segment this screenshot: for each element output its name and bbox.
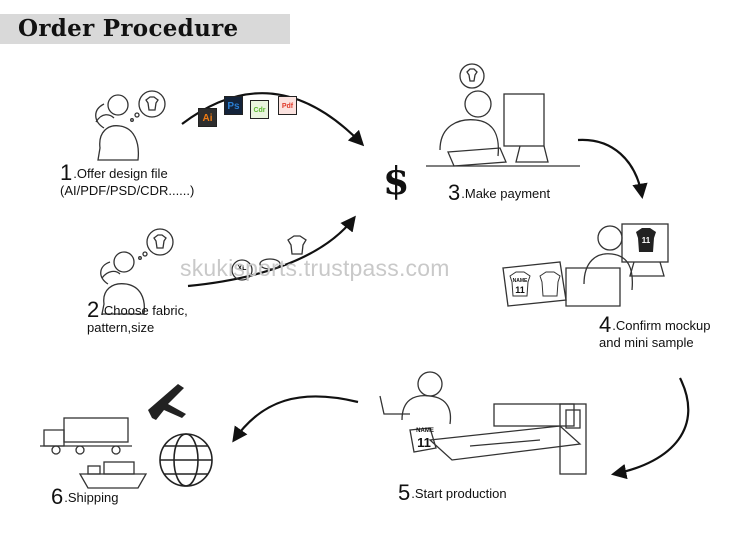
step-5-text: .Start production <box>411 486 507 501</box>
watermark: skukisports.trustpass.com <box>180 255 450 281</box>
production-number-label: 11 <box>417 435 431 450</box>
dollar-symbol: $ <box>383 158 410 203</box>
production-name-label: NAME <box>416 428 434 434</box>
step-5-label: 5.Start production <box>398 482 507 504</box>
step-1-text: .Offer design file <box>73 166 168 181</box>
mockup-name-label: NAME <box>512 278 528 284</box>
cargo-ship <box>78 461 148 489</box>
pdf-icon: Pdf <box>278 96 297 115</box>
person-at-computer <box>426 63 580 167</box>
step-1-number: 1 <box>60 160 73 185</box>
person-thinking-2 <box>100 228 174 315</box>
step-6-number: 6 <box>51 484 64 509</box>
step-3-label: 3.Make payment <box>448 182 551 204</box>
delivery-truck <box>40 417 132 455</box>
step-2-subtext: pattern,size <box>87 320 155 335</box>
step-5-number: 5 <box>398 480 411 505</box>
arrow-2-to-3 <box>187 215 356 288</box>
production-machine <box>379 371 587 475</box>
mockup-number-label: 11 <box>515 285 525 295</box>
size-xl-label: XL <box>237 265 247 272</box>
photoshop-icon: Ps <box>224 96 243 115</box>
step-6-text: .Shipping <box>64 490 119 505</box>
arrow-4-to-5 <box>610 377 690 480</box>
step-1-subtext: (AI/PDF/PSD/CDR......) <box>60 183 195 198</box>
globe <box>159 433 213 487</box>
step-2-number: 2 <box>87 297 100 322</box>
mockup-shirts <box>509 228 656 297</box>
step-3-number: 3 <box>448 180 461 205</box>
header-bar <box>0 14 290 44</box>
step-1-label: 1.Offer design file (AI/PDF/PSD/CDR.....… <box>60 162 195 199</box>
size-icons <box>231 235 307 281</box>
page-title: Order Procedure <box>18 15 239 42</box>
step-2-text: .Choose fabric, <box>100 303 188 318</box>
step-4-number: 4 <box>599 312 612 337</box>
arrow-3-to-4 <box>577 138 648 200</box>
step-6-label: 6.Shipping <box>51 486 119 508</box>
person-thinking-1 <box>95 90 166 161</box>
illustrator-icon: Ai <box>198 108 217 127</box>
step-2-label: 2.Choose fabric, pattern,size <box>87 299 188 336</box>
step-4-label: 4.Confirm mockup and mini sample <box>599 314 711 351</box>
person-viewing-mockup <box>502 223 669 307</box>
step-4-subtext: and mini sample <box>599 335 694 350</box>
step-3-text: .Make payment <box>461 186 551 201</box>
screen-number-label: 11 <box>641 236 651 245</box>
step-4-text: .Confirm mockup <box>612 318 711 333</box>
arrow-5-to-6 <box>232 395 359 443</box>
coreldraw-icon: Cdr <box>250 100 269 119</box>
airplane <box>148 384 186 420</box>
